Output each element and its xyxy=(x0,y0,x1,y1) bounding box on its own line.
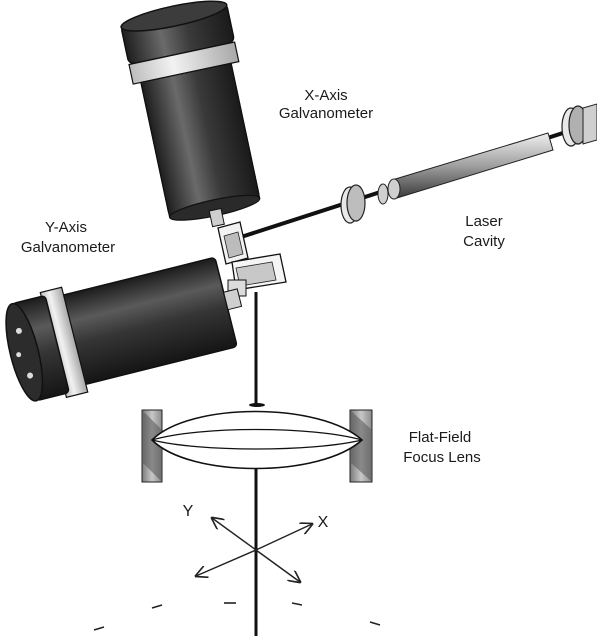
focal-plane-marks xyxy=(93,602,381,631)
y-galvo-label-line1: Y-Axis xyxy=(45,219,87,236)
scan-axes xyxy=(196,518,312,582)
laser-cavity xyxy=(237,103,597,240)
focus-lens xyxy=(141,403,373,483)
lens-label-line1: Flat-Field xyxy=(409,429,472,446)
y-axis-galvanometer xyxy=(5,257,243,402)
x-axis-galvanometer xyxy=(120,0,261,228)
lens-label-line2: Focus Lens xyxy=(403,449,481,466)
x-galvo-label-line2: Galvanometer xyxy=(279,105,373,122)
x-galvo-label-line1: X-Axis xyxy=(304,87,347,104)
laser-label-line1: Laser xyxy=(465,213,503,230)
y-galvo-label-line2: Galvanometer xyxy=(21,239,115,256)
axis-x-label: X xyxy=(318,514,329,531)
laser-label-line2: Cavity xyxy=(463,233,505,250)
axis-y-label: Y xyxy=(183,503,194,520)
scan-mirrors xyxy=(217,221,287,297)
